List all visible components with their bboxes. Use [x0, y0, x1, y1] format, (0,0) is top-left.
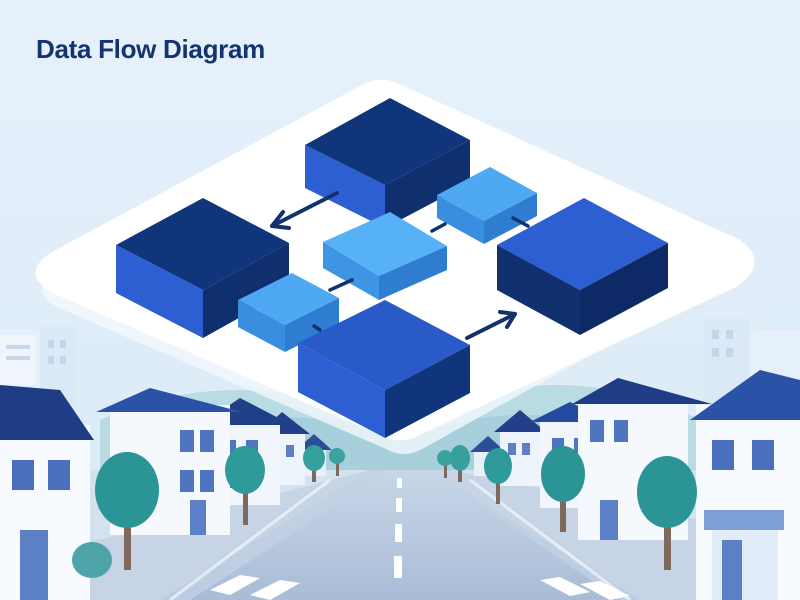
process-block-right [497, 198, 668, 335]
right-trees [437, 445, 697, 570]
process-block-bottom [298, 300, 470, 438]
flow-arrow-left [270, 191, 339, 230]
page-title: Data Flow Diagram [36, 34, 265, 64]
connector-block-center [323, 212, 447, 300]
connector-block-top-right [437, 167, 537, 244]
right-houses [470, 370, 800, 600]
process-block-left [116, 198, 289, 338]
road-markings [210, 478, 630, 600]
left-trees [72, 445, 345, 578]
flow-arrow-right [465, 310, 517, 340]
connector-block-left [238, 273, 339, 352]
connector-links [312, 216, 530, 332]
process-block-top [305, 98, 470, 228]
